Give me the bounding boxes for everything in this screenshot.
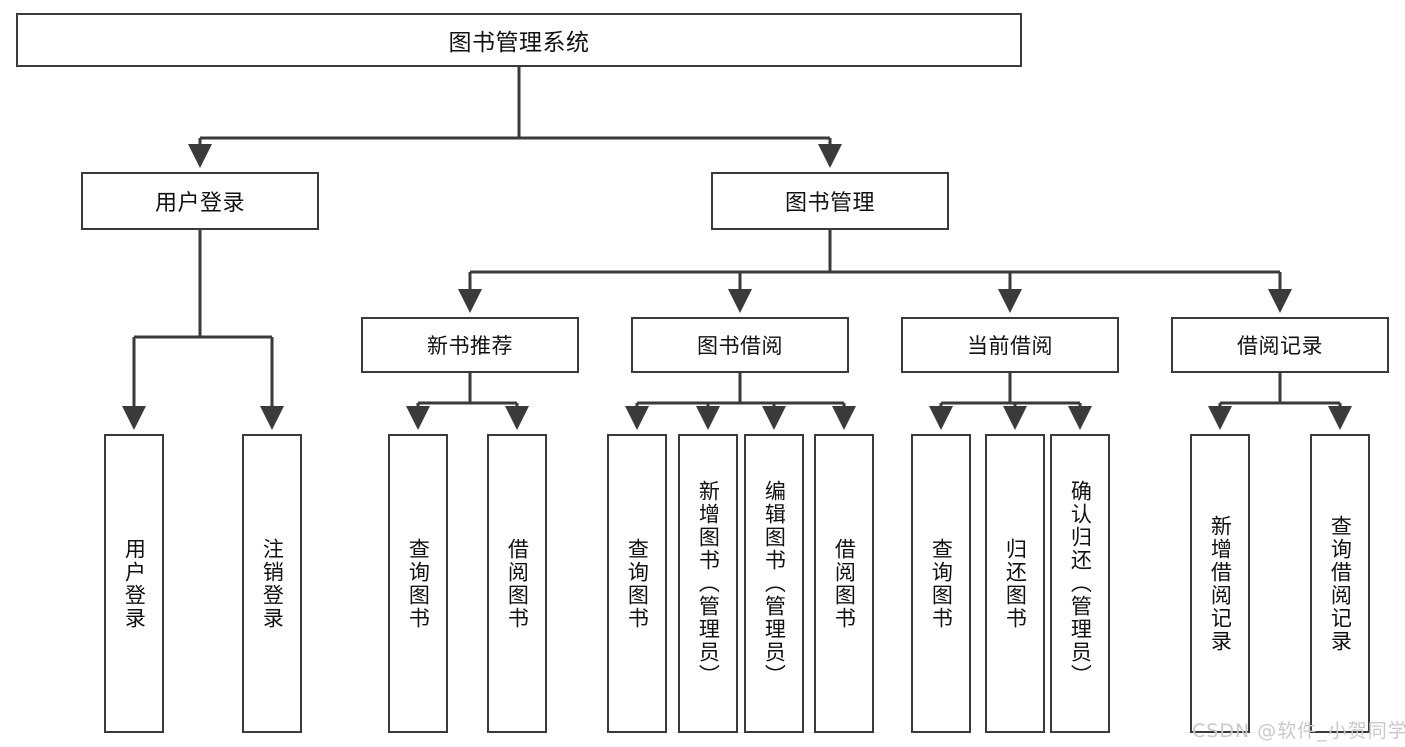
node-leaf-add-book-label: 新增图书（管理员） <box>696 480 721 687</box>
node-new-book-recommend-label: 新书推荐 <box>427 334 513 358</box>
node-leaf-query-book-1[interactable]: 查询图书 <box>388 434 448 733</box>
node-leaf-borrow-book-1-label: 借阅图书 <box>505 537 530 630</box>
node-borrow-record[interactable]: 借阅记录 <box>1171 317 1389 373</box>
node-new-book-recommend[interactable]: 新书推荐 <box>361 317 579 373</box>
node-leaf-confirm-return-label: 确认归还（管理员） <box>1068 480 1093 687</box>
node-leaf-borrow-book-2[interactable]: 借阅图书 <box>814 434 874 733</box>
node-leaf-query-book-3[interactable]: 查询图书 <box>911 434 971 733</box>
node-book-manage[interactable]: 图书管理 <box>711 172 949 230</box>
node-leaf-add-borrow-record-label: 新增借阅记录 <box>1208 514 1233 653</box>
node-book-borrow[interactable]: 图书借阅 <box>631 317 849 373</box>
node-leaf-query-borrow-record[interactable]: 查询借阅记录 <box>1310 434 1370 733</box>
watermark: CSDN @软件_小贺同学 <box>1192 720 1405 742</box>
node-book-manage-label: 图书管理 <box>784 191 875 216</box>
node-root[interactable]: 图书管理系统 <box>16 13 1022 67</box>
node-leaf-query-book-2[interactable]: 查询图书 <box>607 434 667 733</box>
node-leaf-query-book-2-label: 查询图书 <box>625 537 650 630</box>
node-leaf-user-login[interactable]: 用户登录 <box>104 434 164 733</box>
node-user-login[interactable]: 用户登录 <box>81 172 319 230</box>
node-leaf-user-login-label: 用户登录 <box>122 537 147 630</box>
node-leaf-edit-book-label: 编辑图书（管理员） <box>762 480 787 687</box>
node-leaf-add-book[interactable]: 新增图书（管理员） <box>678 434 738 733</box>
node-current-borrow[interactable]: 当前借阅 <box>901 317 1119 373</box>
node-leaf-borrow-book-1[interactable]: 借阅图书 <box>487 434 547 733</box>
node-leaf-confirm-return[interactable]: 确认归还（管理员） <box>1050 434 1110 733</box>
node-leaf-return-book-label: 归还图书 <box>1003 537 1028 630</box>
node-leaf-query-borrow-record-label: 查询借阅记录 <box>1328 514 1353 653</box>
node-leaf-return-book[interactable]: 归还图书 <box>985 434 1045 733</box>
node-leaf-user-logout[interactable]: 注销登录 <box>242 434 302 733</box>
node-book-borrow-label: 图书借阅 <box>697 334 783 358</box>
node-current-borrow-label: 当前借阅 <box>967 334 1053 358</box>
node-root-label: 图书管理系统 <box>448 30 590 56</box>
node-leaf-edit-book[interactable]: 编辑图书（管理员） <box>744 434 804 733</box>
node-leaf-query-book-1-label: 查询图书 <box>406 537 431 630</box>
node-user-login-label: 用户登录 <box>154 191 245 216</box>
node-leaf-query-book-3-label: 查询图书 <box>929 537 954 630</box>
node-borrow-record-label: 借阅记录 <box>1237 334 1323 358</box>
node-leaf-borrow-book-2-label: 借阅图书 <box>832 537 857 630</box>
node-leaf-add-borrow-record[interactable]: 新增借阅记录 <box>1190 434 1250 733</box>
node-leaf-user-logout-label: 注销登录 <box>260 537 285 630</box>
